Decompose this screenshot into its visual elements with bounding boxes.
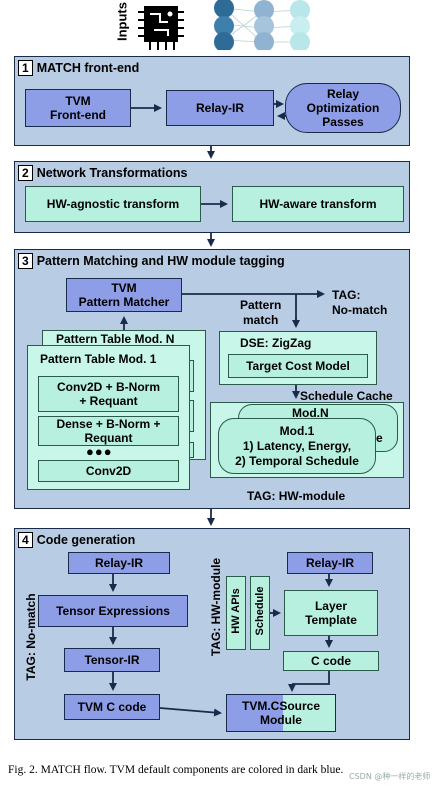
hw-agnostic-transform-box: HW-agnostic transform — [25, 186, 201, 222]
relay-optimization-passes-box: Relay Optimization Passes — [285, 83, 401, 133]
figure-caption: Fig. 2. MATCH flow. TVM default componen… — [8, 764, 344, 776]
mod-n-partial-label: e — [376, 431, 383, 445]
pattern-conv2d: Conv2D — [38, 460, 179, 482]
ellipsis-dots: ●●● — [86, 444, 113, 459]
pattern-table-mod1-title: Pattern Table Mod. 1 — [40, 352, 157, 366]
tvm-csource-module-box: TVM.CSource Module — [226, 694, 336, 732]
tag-nomatch-label: TAG: No-match — [332, 288, 388, 317]
pattern-dense-bnorm-requant: Dense + B-Norm + Requant — [38, 416, 179, 446]
tag-hwmodule-label: TAG: HW-module — [247, 489, 346, 503]
relay-ir-box-s1: Relay-IR — [166, 90, 274, 126]
mod-n-label: Mod.N — [292, 406, 329, 420]
hw-aware-transform-box: HW-aware transform — [232, 186, 404, 222]
schedule-cache-label: Schedule Cache — [300, 389, 393, 403]
mod-1-entry: Mod.1 1) Latency, Energy, 2) Temporal Sc… — [218, 418, 376, 474]
neural-network-icon — [214, 0, 310, 50]
csdn-watermark: CSDN @种一样的老师 — [349, 772, 431, 781]
relay-ir-box-left: Relay-IR — [68, 552, 170, 574]
tvm-frontend-box: TVM Front-end — [25, 89, 131, 127]
tvm-pattern-matcher-box: TVM Pattern Matcher — [66, 278, 182, 312]
dse-zigzag-title: DSE: ZigZag — [240, 336, 312, 350]
pattern-conv2d-bnorm-requant: Conv2D + B-Norm + Requant — [38, 376, 179, 412]
target-cost-model-box: Target Cost Model — [228, 354, 368, 378]
relay-ir-box-right: Relay-IR — [287, 552, 373, 574]
pattern-table-modn-title: Pattern Table Mod. N — [56, 332, 175, 346]
tvm-c-code-box: TVM C code — [64, 694, 160, 720]
tensor-expressions-box: Tensor Expressions — [38, 595, 188, 627]
pattern-match-label: Pattern match — [240, 298, 282, 327]
chip-icon — [138, 6, 184, 50]
tensor-ir-box: Tensor-IR — [64, 648, 160, 672]
c-code-box: C code — [283, 651, 379, 671]
schedule-box — [250, 576, 270, 650]
layer-template-box: Layer Template — [284, 590, 378, 636]
hw-apis-box — [226, 576, 246, 650]
